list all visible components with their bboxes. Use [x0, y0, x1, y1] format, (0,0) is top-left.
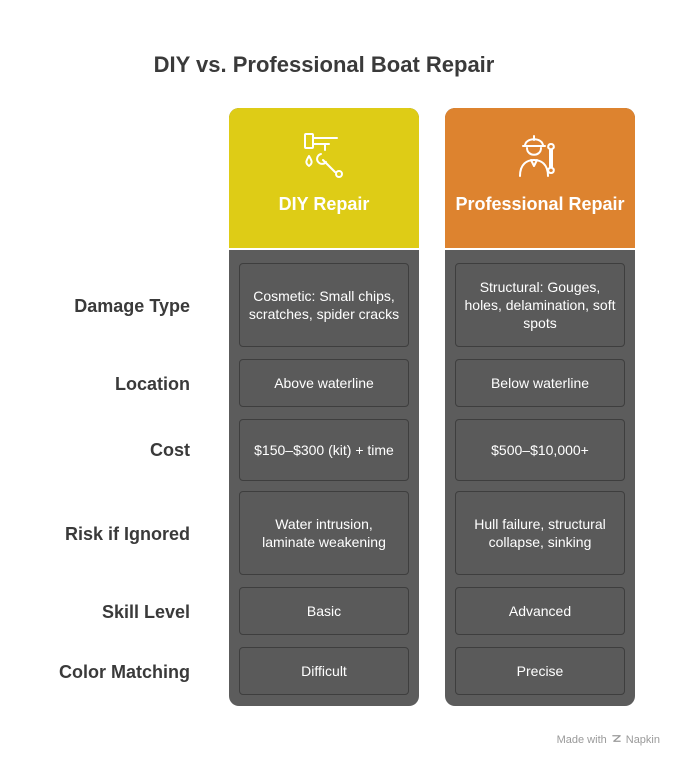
- pro-location: Below waterline: [455, 359, 625, 407]
- row-label-location: Location: [115, 374, 190, 394]
- diy-color-matching: Difficult: [239, 647, 409, 695]
- napkin-brand: Napkin: [625, 734, 660, 746]
- diy-risk: Water intrusion, laminate weakening: [239, 491, 409, 575]
- pro-skill: Advanced: [455, 587, 625, 635]
- pro-column: Professional Repair Structural: Gouges, …: [445, 108, 635, 706]
- row-label-risk: Risk if Ignored: [64, 524, 190, 544]
- made-with-label: Made with: [556, 734, 607, 746]
- pro-header-label: Professional Repair: [455, 194, 625, 214]
- row-label-skill: Skill Level: [101, 602, 190, 622]
- made-with-napkin[interactable]: Made with Napkin: [557, 733, 660, 747]
- row-label-damage-type: Damage Type: [74, 296, 190, 316]
- pro-cost: $500–$10,000+: [455, 419, 625, 481]
- diy-cost: $150–$300 (kit) + time: [239, 419, 409, 481]
- pro-risk: Hull failure, structural collapse, sinki…: [455, 491, 625, 575]
- page-title: DIY vs. Professional Boat Repair: [153, 52, 495, 77]
- pro-color-matching: Precise: [455, 647, 625, 695]
- diy-skill: Basic: [239, 587, 409, 635]
- pro-header: Professional Repair: [445, 108, 635, 250]
- faucet-wrench-icon: [229, 130, 419, 185]
- worker-wrench-icon: [445, 130, 635, 185]
- diy-location: Above waterline: [239, 359, 409, 407]
- diy-header: DIY Repair: [229, 108, 419, 250]
- row-label-color-matching: Color Matching: [59, 662, 190, 682]
- diy-damage-type: Cosmetic: Small chips, scratches, spider…: [239, 263, 409, 347]
- napkin-logo-icon: [611, 733, 622, 747]
- diy-header-label: DIY Repair: [278, 194, 370, 214]
- diy-column: DIY Repair Cosmetic: Small chips, scratc…: [229, 108, 419, 706]
- row-label-cost: Cost: [150, 440, 190, 460]
- pro-damage-type: Structural: Gouges, holes, delamination,…: [455, 263, 625, 347]
